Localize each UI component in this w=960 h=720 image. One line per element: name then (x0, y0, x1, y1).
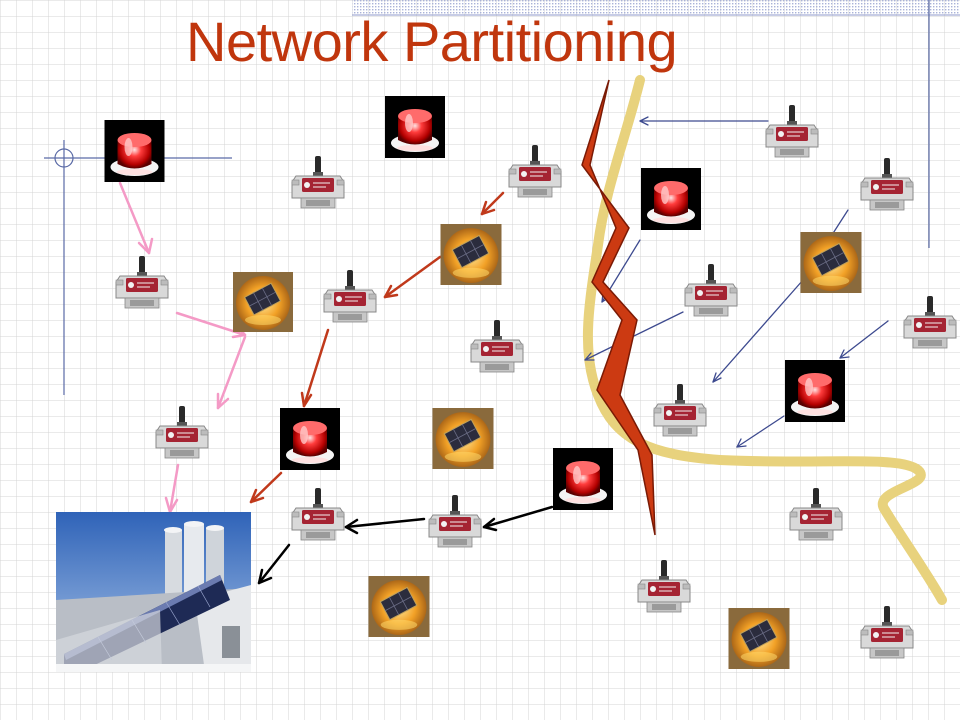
wireless-node-icon (291, 488, 345, 541)
wireless-node-icon (155, 406, 209, 459)
red-beacon-icon (641, 168, 701, 230)
wireless-node-icon (653, 384, 707, 437)
wireless-node-icon (291, 156, 345, 209)
arrow (344, 517, 426, 535)
wireless-node-icon (470, 320, 524, 373)
arrow (839, 320, 889, 359)
arrow (383, 255, 442, 299)
arrow (216, 335, 247, 410)
arrow (249, 471, 283, 504)
solar-light-icon (368, 576, 430, 637)
red-beacon-icon (385, 96, 445, 158)
wireless-node-icon (684, 264, 738, 317)
solar-light-icon (232, 272, 294, 332)
red-arrows (249, 191, 505, 504)
solar-light-icon (800, 232, 862, 293)
wireless-node-icon (508, 145, 562, 198)
partition-band (582, 75, 947, 605)
arrow (736, 415, 785, 448)
lightning-bolt-icon (581, 79, 656, 536)
arrow (118, 181, 154, 255)
arrow (639, 116, 769, 126)
arrow (712, 279, 804, 383)
wireless-node-icon (860, 606, 914, 659)
arrow (300, 328, 330, 408)
solar-light-icon (728, 608, 790, 669)
base-station-icon (56, 512, 251, 672)
black-arrows (257, 505, 554, 585)
wireless-node-icon (903, 296, 957, 349)
red-beacon-icon (280, 408, 340, 470)
slide-title: Network Partitioning (186, 10, 678, 73)
solar-light-icon (440, 224, 502, 285)
wireless-node-icon (428, 495, 482, 548)
wireless-node-icon (115, 256, 169, 309)
wireless-node-icon (765, 105, 819, 158)
red-beacon-icon (785, 360, 845, 422)
arrow (480, 191, 505, 216)
arrow (257, 543, 291, 585)
wireless-node-icon (637, 560, 691, 613)
pink-arrows (118, 181, 247, 514)
solar-light-icon (432, 408, 494, 469)
arrow (164, 463, 180, 514)
wireless-node-icon (323, 270, 377, 323)
wireless-node-icon (789, 488, 843, 541)
wireless-node-icon (860, 158, 914, 211)
arrow (482, 505, 554, 532)
red-beacon-icon (104, 120, 165, 182)
red-beacon-icon (553, 448, 613, 510)
